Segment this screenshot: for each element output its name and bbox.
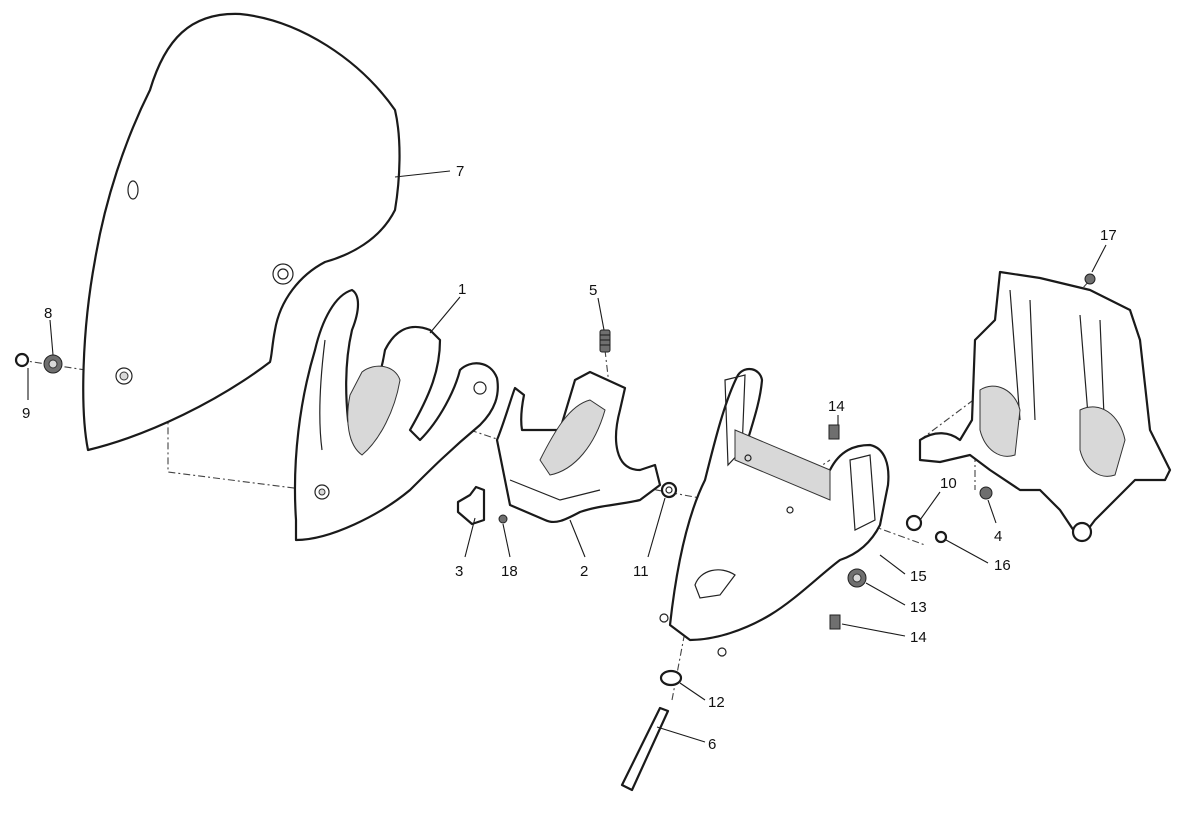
rear-frame-part	[918, 270, 1172, 543]
inner-panel-part	[293, 288, 499, 542]
callout-13: 13	[910, 599, 927, 616]
callout-10: 10	[940, 475, 957, 492]
small-fasteners	[828, 424, 993, 630]
callout-6: 6	[708, 736, 716, 753]
callout-9: 9	[22, 405, 30, 422]
callout-15: 15	[910, 568, 927, 585]
callout-1: 1	[458, 281, 466, 298]
fairing-frame-part	[659, 367, 890, 657]
callout-3: 3	[455, 563, 463, 580]
bracket-part	[495, 370, 662, 524]
screw-part	[599, 329, 611, 353]
callout-11: 11	[633, 563, 649, 580]
callout-7: 7	[456, 163, 464, 180]
callout-4: 4	[994, 528, 1002, 545]
windscreen-hole	[127, 180, 139, 200]
washer-part	[660, 481, 678, 499]
callout-labels: 7 1 8 9 5 3 18 2 11 14 10 4 16 15 13 14 …	[22, 163, 1117, 753]
clip-part	[456, 485, 508, 526]
callout-2: 2	[580, 563, 588, 580]
callout-18: 18	[501, 563, 518, 580]
callout-16: 16	[994, 557, 1011, 574]
callout-14-top: 14	[828, 398, 845, 415]
callout-14-bottom: 14	[910, 629, 927, 646]
callout-8: 8	[44, 305, 52, 322]
callout-12: 12	[708, 694, 725, 711]
leader-lines	[27, 170, 1107, 743]
screw-grommet	[14, 352, 63, 374]
windscreen-part	[82, 12, 401, 452]
callout-5: 5	[589, 282, 597, 299]
callout-17: 17	[1100, 227, 1117, 244]
rod-assembly	[620, 669, 683, 792]
